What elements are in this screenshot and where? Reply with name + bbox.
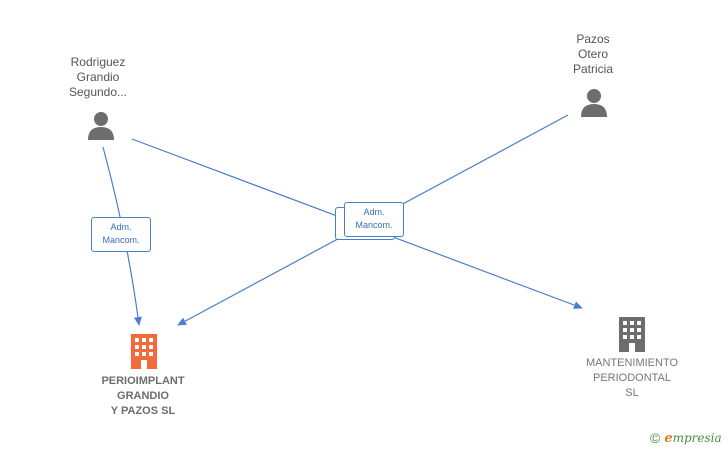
edge-role-line: Adm. bbox=[363, 207, 385, 217]
company-name-line: MANTENIMIENTO bbox=[585, 357, 679, 369]
person-name-line: Rodriguez bbox=[70, 55, 126, 69]
company-name-line: GRANDIO bbox=[117, 390, 169, 402]
company-name-line: PERIODONTAL bbox=[592, 372, 672, 384]
edge-label-rodriguez-perioimplant: Adm. Mancom. bbox=[91, 217, 151, 252]
person-icon[interactable] bbox=[579, 87, 609, 117]
company-name-line: SL bbox=[625, 387, 639, 399]
building-icon[interactable] bbox=[128, 333, 160, 369]
edge-role-line: Mancom. bbox=[355, 220, 393, 230]
edge-role-line: Mancom. bbox=[102, 235, 140, 245]
person-icon[interactable] bbox=[86, 110, 116, 140]
brand-logo: empresia bbox=[664, 430, 721, 446]
company-name-line: Y PAZOS SL bbox=[110, 405, 176, 417]
building-icon[interactable] bbox=[616, 316, 648, 352]
brand-logo-e: e bbox=[664, 431, 673, 446]
person-name-line: Segundo... bbox=[68, 85, 128, 99]
footer-brand: © empresia bbox=[650, 430, 722, 446]
person-label-pazos: Pazos Otero Patricia bbox=[553, 32, 633, 77]
company-label-mantenimiento[interactable]: MANTENIMIENTO PERIODONTAL SL bbox=[570, 356, 694, 401]
person-name-line: Pazos bbox=[576, 32, 610, 46]
edge-label-pazos-perioimplant: Adm. Mancom. bbox=[344, 202, 404, 237]
copyright-icon: © bbox=[650, 430, 661, 446]
brand-logo-text: mpresia bbox=[672, 431, 722, 445]
person-name-line: Otero bbox=[577, 47, 608, 61]
person-label-rodriguez: Rodriguez Grandio Segundo... bbox=[58, 55, 138, 100]
edge-role-line: Adm. bbox=[110, 222, 132, 232]
person-name-line: Grandio bbox=[76, 70, 120, 84]
company-name-line: PERIOIMPLANT bbox=[101, 375, 185, 387]
company-label-perioimplant[interactable]: PERIOIMPLANT GRANDIO Y PAZOS SL bbox=[80, 374, 206, 419]
person-name-line: Patricia bbox=[572, 62, 613, 76]
